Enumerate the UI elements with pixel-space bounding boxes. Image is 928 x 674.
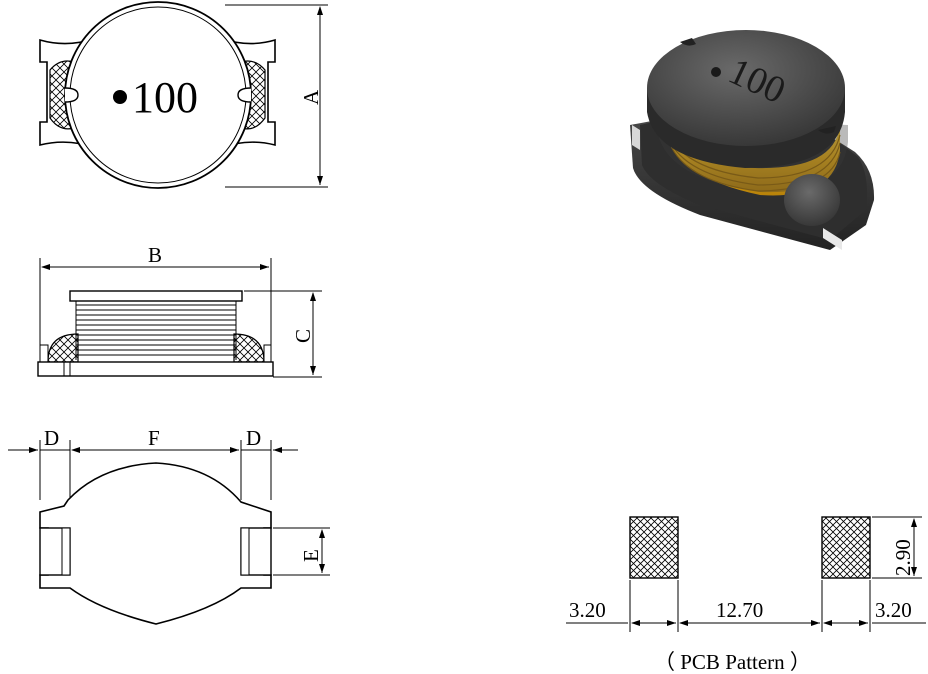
side-view: B C	[37, 243, 322, 378]
polarity-dot-icon	[113, 90, 127, 104]
dim-c-label: C	[291, 329, 315, 343]
pcb-pad-left	[629, 516, 679, 579]
pad-gap-label: 12.70	[716, 598, 763, 622]
dim-e-label: E	[299, 549, 323, 562]
dim-b-label: B	[148, 243, 162, 267]
winding-lines	[76, 304, 236, 356]
top-view: 100 A	[39, 1, 328, 189]
product-render: 100	[630, 30, 875, 250]
dim-d-left-label: D	[44, 426, 59, 450]
top-marking: 100	[132, 73, 198, 122]
pcb-pad-right	[821, 516, 871, 579]
dim-f-label: F	[148, 426, 160, 450]
right-pad-width-label: 3.20	[875, 598, 912, 622]
bottom-view: D F D E	[8, 426, 330, 625]
dim-a-label: A	[299, 89, 323, 105]
polarity-dot-icon	[711, 67, 721, 77]
dim-d-right-label: D	[246, 426, 261, 450]
left-pad-width-label: 3.20	[569, 598, 606, 622]
pcb-caption: （ PCB Pattern ）	[654, 650, 811, 674]
pad-height-label: 2.90	[891, 539, 915, 576]
pcb-pattern: 2.90 3.20 12.70 3.20 （ PCB Pattern ）	[566, 516, 926, 674]
